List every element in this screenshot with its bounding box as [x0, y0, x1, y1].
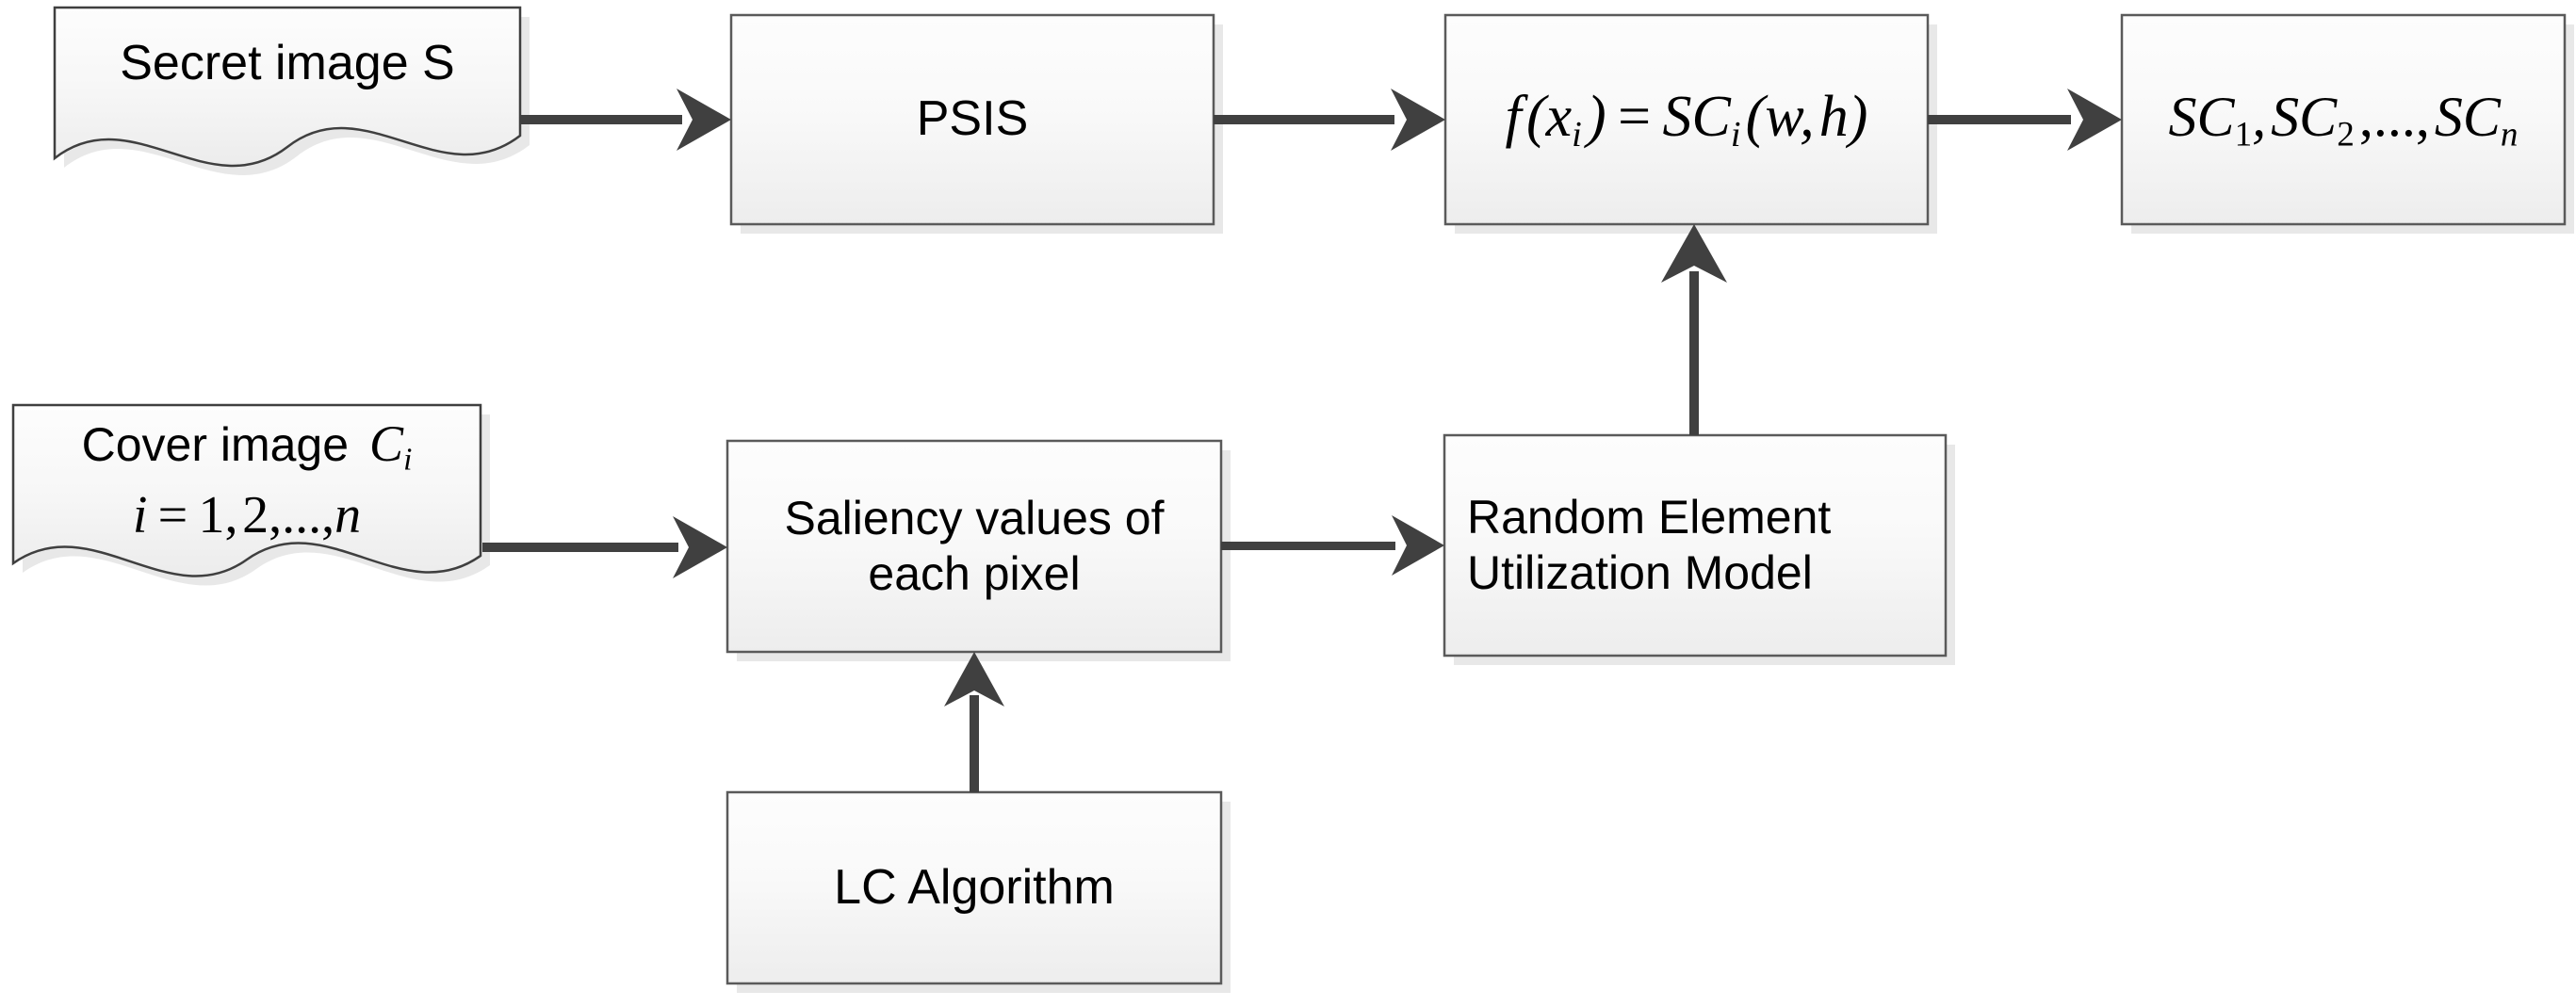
connector-cover-to-saliency: [482, 516, 727, 578]
node-cover-image-shape: [11, 403, 482, 577]
connector-psis-to-formula: [1214, 89, 1445, 151]
node-random-element-shape: [1443, 433, 1948, 658]
connectors-layer: [482, 89, 2122, 792]
connector-saliency-to-random: [1221, 515, 1444, 576]
node-shares-shape: [2120, 13, 2567, 226]
connector-secret-to-psis: [520, 89, 731, 151]
connector-formula-to-shares: [1928, 89, 2122, 151]
node-formula-shape: [1443, 13, 1930, 226]
connector-lc-to-saliency: [944, 652, 1004, 792]
node-secret-image-shape: [53, 6, 522, 168]
node-lc-algorithm-shape: [726, 790, 1223, 985]
node-saliency-shape: [726, 439, 1223, 654]
node-psis-shape: [729, 13, 1215, 226]
connector-random-to-formula: [1661, 224, 1727, 435]
